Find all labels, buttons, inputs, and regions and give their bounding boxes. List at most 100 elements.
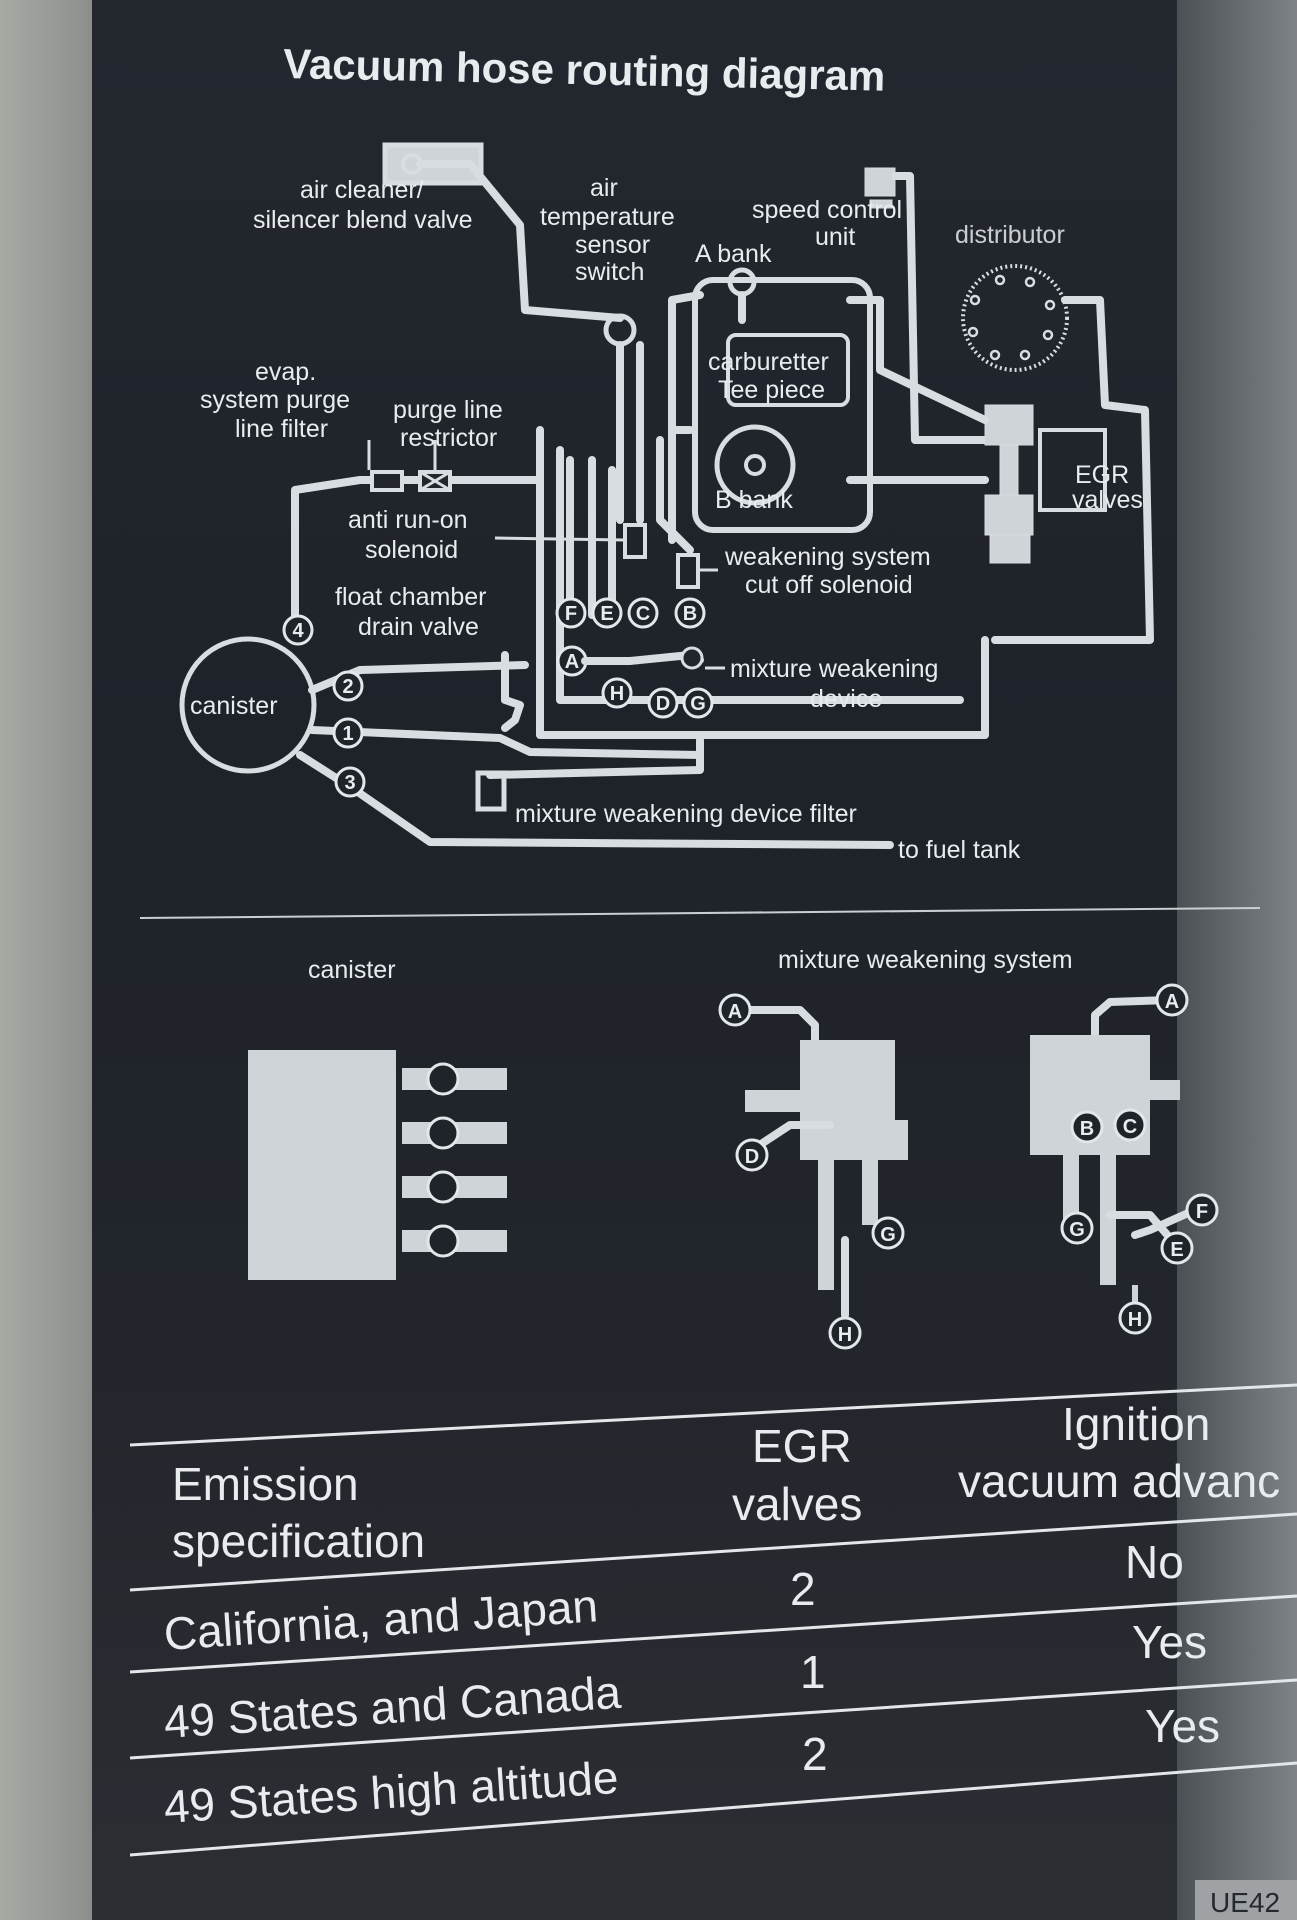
label-air-temp: air temperature sensor switch: [540, 174, 675, 286]
table-rule-bottom: [129, 1761, 1297, 1857]
svg-text:B: B: [1080, 1118, 1094, 1140]
label-anti-runon: anti run-on solenoid: [348, 506, 468, 564]
table-header-spec-2: specification: [172, 1515, 425, 1567]
carburetter-tee: [726, 333, 850, 407]
row-1-ignition: No: [1125, 1536, 1184, 1588]
svg-text:3: 3: [437, 1178, 448, 1200]
hose-canister-1: [308, 726, 704, 759]
mixture-weakening-device: [680, 646, 704, 670]
label-mixture-system: mixture weakening system: [778, 946, 1073, 974]
svg-text:H: H: [838, 1324, 852, 1346]
svg-text:B: B: [683, 603, 697, 625]
svg-text:restrictor: restrictor: [400, 424, 497, 452]
mixture-right-port-F: F: [1185, 1193, 1219, 1227]
mixture-left-port-G: G: [871, 1216, 905, 1250]
hose-egr-top: [846, 296, 989, 424]
row-1-egr: 2: [790, 1563, 816, 1615]
label-carburetter: carburetter Tee piece: [708, 348, 829, 404]
mixture-left-port-A: A: [718, 993, 752, 1027]
svg-text:A: A: [1165, 991, 1179, 1013]
canister: [179, 636, 317, 774]
distributor: [961, 264, 1069, 372]
leader-anti-runon: [494, 536, 626, 542]
svg-text:4: 4: [292, 620, 304, 642]
mixture-device-filter: [475, 770, 507, 812]
label-float-chamber: float chamber drain valve: [335, 583, 486, 641]
label-canister-section: canister: [308, 956, 396, 984]
port-F: F: [555, 597, 587, 629]
port-2: 2: [332, 670, 364, 702]
svg-text:F: F: [1196, 1201, 1208, 1223]
row-2-ignition: Yes: [1132, 1616, 1207, 1668]
port-E: E: [591, 597, 623, 629]
label-fuel-tank: to fuel tank: [898, 836, 1021, 864]
label-a-bank: A bank: [695, 240, 772, 268]
port-1: 1: [332, 717, 364, 749]
svg-text:F: F: [565, 603, 577, 625]
svg-text:cut off solenoid: cut off solenoid: [745, 571, 913, 599]
port-B: B: [674, 597, 706, 629]
hose-left-loop: [556, 446, 964, 704]
port-C: C: [627, 597, 659, 629]
port-D: D: [647, 687, 679, 719]
row-2-egr: 1: [800, 1646, 826, 1698]
hose-distributor: [991, 296, 1154, 644]
egr-valves: [984, 404, 1107, 564]
canister-port-4: 4: [402, 1224, 507, 1258]
speed-control-unit: [864, 167, 896, 209]
svg-text:air: air: [590, 174, 618, 202]
mixture-left-port-D: D: [735, 1138, 769, 1172]
mixture-left-port-H: H: [828, 1316, 862, 1350]
svg-text:purge line: purge line: [393, 396, 503, 424]
svg-text:1: 1: [342, 723, 353, 745]
code-label: UE42: [1210, 1887, 1280, 1918]
row-3-egr: 2: [802, 1728, 828, 1780]
svg-text:anti run-on: anti run-on: [348, 506, 468, 534]
svg-text:unit: unit: [815, 223, 855, 251]
svg-text:Tee piece: Tee piece: [718, 376, 825, 404]
mixture-right-port-C: C: [1113, 1108, 1147, 1142]
svg-text:C: C: [636, 603, 650, 625]
svg-text:line filter: line filter: [235, 415, 328, 443]
svg-text:device: device: [810, 685, 882, 713]
label-purge: purge line restrictor: [393, 396, 503, 452]
svg-text:evap.: evap.: [255, 358, 316, 386]
port-G: G: [682, 687, 714, 719]
canister-port-2: 2: [402, 1116, 507, 1150]
hose-canister-3: [296, 751, 894, 849]
table-header-spec-1: Emission: [172, 1458, 359, 1510]
evap-filter: [370, 470, 404, 492]
label-b-bank: B bank: [715, 486, 793, 514]
port-4: 4: [282, 614, 314, 646]
mixture-right-port-E: E: [1160, 1231, 1194, 1265]
svg-text:temperature: temperature: [540, 203, 675, 231]
table-rule-row2: [129, 1678, 1297, 1760]
hose-to-filter: [486, 751, 704, 779]
table-rule-row1: [129, 1594, 1297, 1674]
label-air-cleaner: air cleaner/ silencer blend valve: [253, 176, 473, 234]
restrictor-x2: [419, 470, 451, 492]
svg-text:system purge: system purge: [200, 386, 350, 414]
anti-runon-solenoid: [623, 523, 647, 559]
canister-port-1: 1: [402, 1062, 507, 1096]
table-header-egr-1: EGR: [752, 1420, 852, 1472]
svg-text:4: 4: [437, 1232, 449, 1254]
svg-text:A: A: [565, 651, 579, 673]
svg-text:silencer blend valve: silencer blend valve: [253, 206, 473, 234]
code-panel: [1195, 1880, 1297, 1920]
distributor-holes: [967, 274, 1056, 361]
label-egr: EGR valves: [1072, 461, 1143, 514]
mixture-right-port-G: G: [1060, 1211, 1094, 1245]
svg-text:EGR: EGR: [1075, 461, 1129, 489]
svg-text:solenoid: solenoid: [365, 536, 458, 564]
svg-text:sensor: sensor: [575, 231, 650, 259]
table-rule-header: [129, 1512, 1297, 1592]
hose-air-cleaner: [416, 160, 624, 322]
svg-text:speed control: speed control: [752, 196, 902, 224]
table-header-ignition-1: Ignition: [1062, 1398, 1210, 1450]
label-mixture-device: mixture weakening device: [730, 655, 938, 713]
svg-text:H: H: [610, 683, 624, 705]
label-canister: canister: [190, 692, 278, 720]
label-distributor: distributor: [955, 221, 1065, 249]
